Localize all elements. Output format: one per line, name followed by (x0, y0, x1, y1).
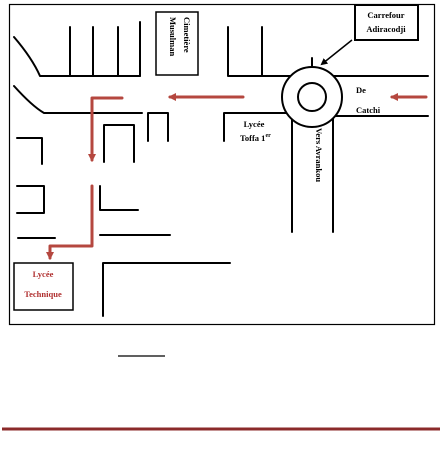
roundabout (281, 66, 343, 128)
carrefour-pointer (320, 39, 353, 66)
lycee-toffa-label-line1: Lycée (244, 119, 265, 129)
road-mid-lower (99, 185, 139, 211)
road-diagonal-upper (13, 36, 141, 77)
cimetiere-box (155, 11, 199, 76)
road-bottom-right (102, 262, 231, 317)
map-frame (8, 3, 436, 326)
carrefour-box (354, 4, 419, 41)
road-mid-block (103, 124, 135, 163)
catchi-label: Catchi (356, 105, 381, 115)
road-diagonal-lower (13, 85, 143, 114)
route-arrows (46, 93, 428, 260)
road-main-south (147, 112, 169, 142)
carrefour-label-line1: Carrefour (367, 10, 404, 20)
road-left-lower (16, 185, 45, 214)
cimetiere-label: Cimetière Musulman (168, 17, 192, 56)
route-arrow-down-1 (88, 96, 124, 162)
road-left-block (16, 137, 43, 165)
road-cemetery-right (227, 26, 293, 77)
route-arrow-down-2 (46, 184, 94, 260)
lycee-toffa-label-line2: Toffa 1er (240, 133, 271, 143)
svg-text:Cimetière: Cimetière (182, 17, 192, 53)
vers-avrankou-label: Vers Avrankou (314, 128, 324, 182)
de-label: De (356, 85, 366, 95)
lycee-technique-box (13, 262, 74, 311)
road-lycee-block (223, 112, 292, 142)
lycee-technique-label-line2: Technique (24, 289, 62, 299)
lycee-technique-label-line1: Lycée (33, 269, 54, 279)
road-edges (13, 21, 429, 317)
svg-text:Musulman: Musulman (168, 17, 178, 56)
carrefour-label-line2: Adiracodji (366, 24, 406, 34)
